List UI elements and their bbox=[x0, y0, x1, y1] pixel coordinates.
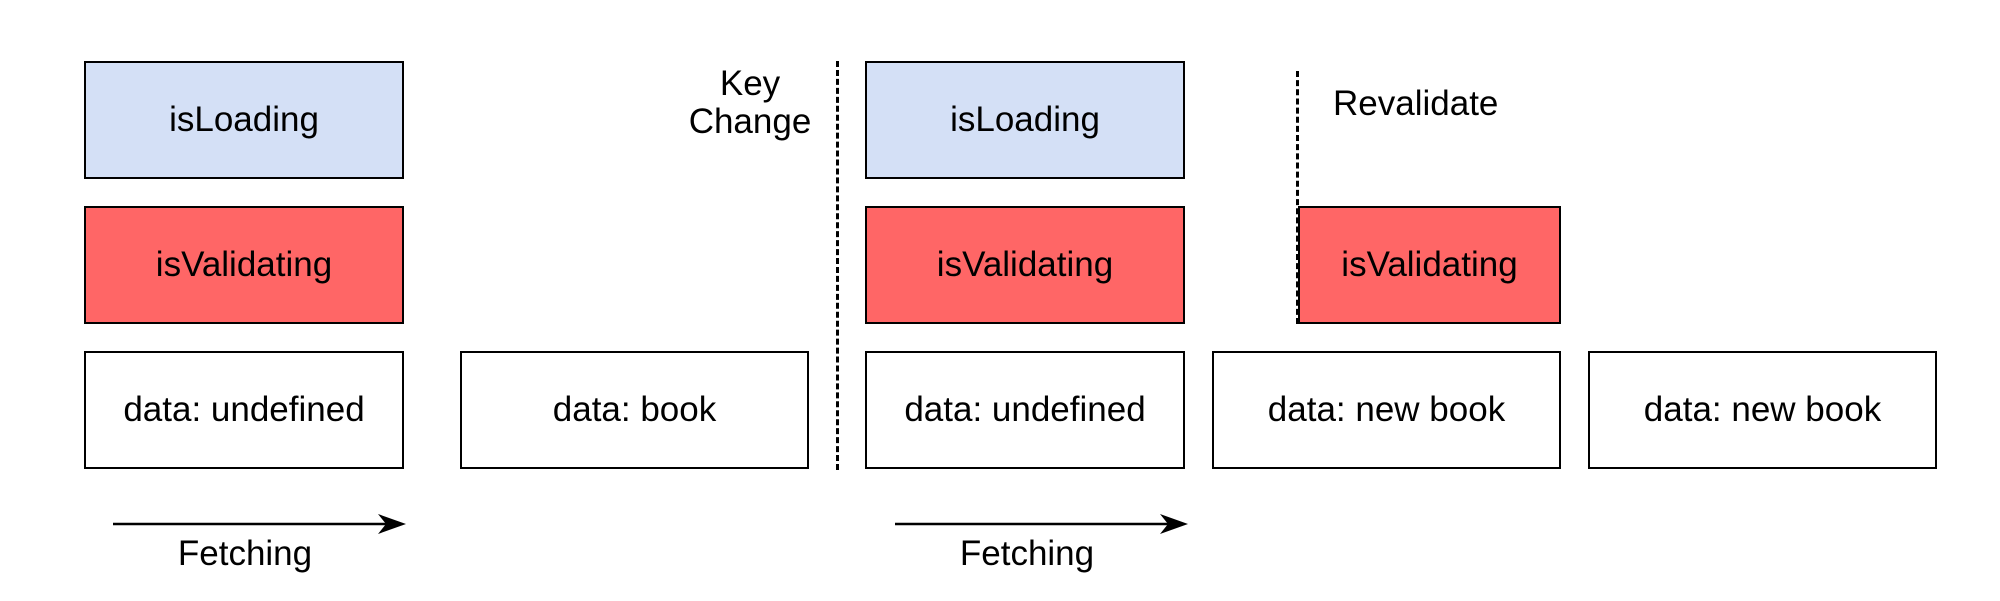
data-undefined-box-phase-1: data: undefined bbox=[84, 351, 404, 469]
is-validating-label: isValidating bbox=[155, 245, 333, 284]
data-state-label: data: undefined bbox=[904, 390, 1146, 429]
data-book-box: data: book bbox=[460, 351, 809, 469]
data-state-label: data: new book bbox=[1643, 390, 1882, 429]
data-state-label: data: undefined bbox=[123, 390, 365, 429]
is-loading-box-phase-1: isLoading bbox=[84, 61, 404, 179]
data-state-label: data: book bbox=[552, 390, 717, 429]
fetching-arrow-phase-1 bbox=[113, 514, 406, 534]
data-new-book-box-phase-2: data: new book bbox=[1212, 351, 1561, 469]
data-state-label: data: new book bbox=[1267, 390, 1506, 429]
data-undefined-box-phase-2: data: undefined bbox=[865, 351, 1185, 469]
fetching-arrow-phase-2 bbox=[895, 514, 1188, 534]
key-change-text: Key Change bbox=[688, 64, 812, 141]
revalidate-divider bbox=[1296, 71, 1299, 324]
is-validating-box-phase-2: isValidating bbox=[865, 206, 1185, 324]
fetching-label-phase-1: Fetching bbox=[177, 534, 313, 573]
is-validating-box-revalidate: isValidating bbox=[1298, 206, 1561, 324]
is-loading-label: isLoading bbox=[169, 100, 319, 139]
is-validating-label: isValidating bbox=[936, 245, 1114, 284]
is-loading-box-phase-2: isLoading bbox=[865, 61, 1185, 179]
data-new-book-box-revalidate: data: new book bbox=[1588, 351, 1937, 469]
is-validating-label: isValidating bbox=[1341, 245, 1518, 284]
fetching-label-phase-2: Fetching bbox=[959, 534, 1095, 573]
revalidate-label: Revalidate bbox=[1333, 84, 1499, 123]
is-loading-label: isLoading bbox=[950, 100, 1100, 139]
is-validating-box-phase-1: isValidating bbox=[84, 206, 404, 324]
key-change-label: Key Change bbox=[680, 65, 820, 141]
key-change-divider bbox=[836, 61, 839, 470]
